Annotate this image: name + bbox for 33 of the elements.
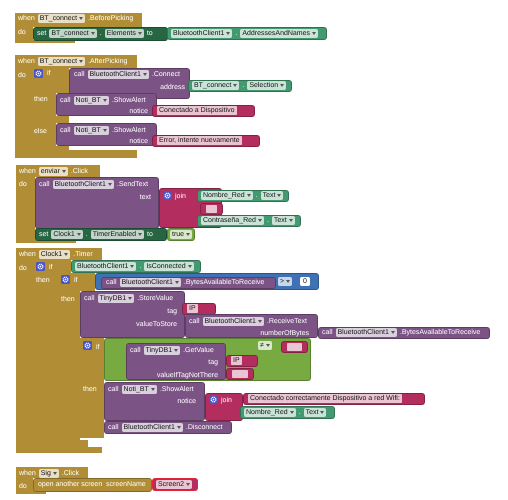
method-call-block xyxy=(56,123,157,146)
getter-block xyxy=(197,190,289,202)
method-call-block xyxy=(104,421,232,434)
string-block xyxy=(243,393,425,405)
method-call-block xyxy=(318,327,490,339)
method-call-block xyxy=(104,382,205,421)
string-block xyxy=(152,105,255,117)
getter-block xyxy=(197,215,301,227)
getter-block xyxy=(240,406,335,419)
getter-block xyxy=(71,260,201,273)
method-call-block xyxy=(80,291,185,338)
getter-block xyxy=(167,27,327,40)
open-screen-block xyxy=(33,478,152,492)
compare-block xyxy=(95,273,319,290)
string-block xyxy=(226,355,258,367)
method-call-block xyxy=(126,343,226,380)
logic-block xyxy=(167,228,195,241)
join-block xyxy=(205,393,243,421)
method-call-block xyxy=(35,177,159,229)
string-block xyxy=(226,368,254,380)
if-block xyxy=(80,338,104,438)
text-block xyxy=(152,478,198,491)
string-block xyxy=(152,135,260,147)
method-call-block xyxy=(185,314,318,338)
string-block xyxy=(182,303,216,315)
getter-block xyxy=(188,80,292,92)
string-block xyxy=(200,203,223,215)
setter-block xyxy=(33,27,168,41)
logic-block xyxy=(104,338,311,381)
method-call-block xyxy=(56,93,157,116)
string-block xyxy=(281,341,308,353)
method-call-block xyxy=(101,277,276,289)
setter-block xyxy=(35,228,167,241)
